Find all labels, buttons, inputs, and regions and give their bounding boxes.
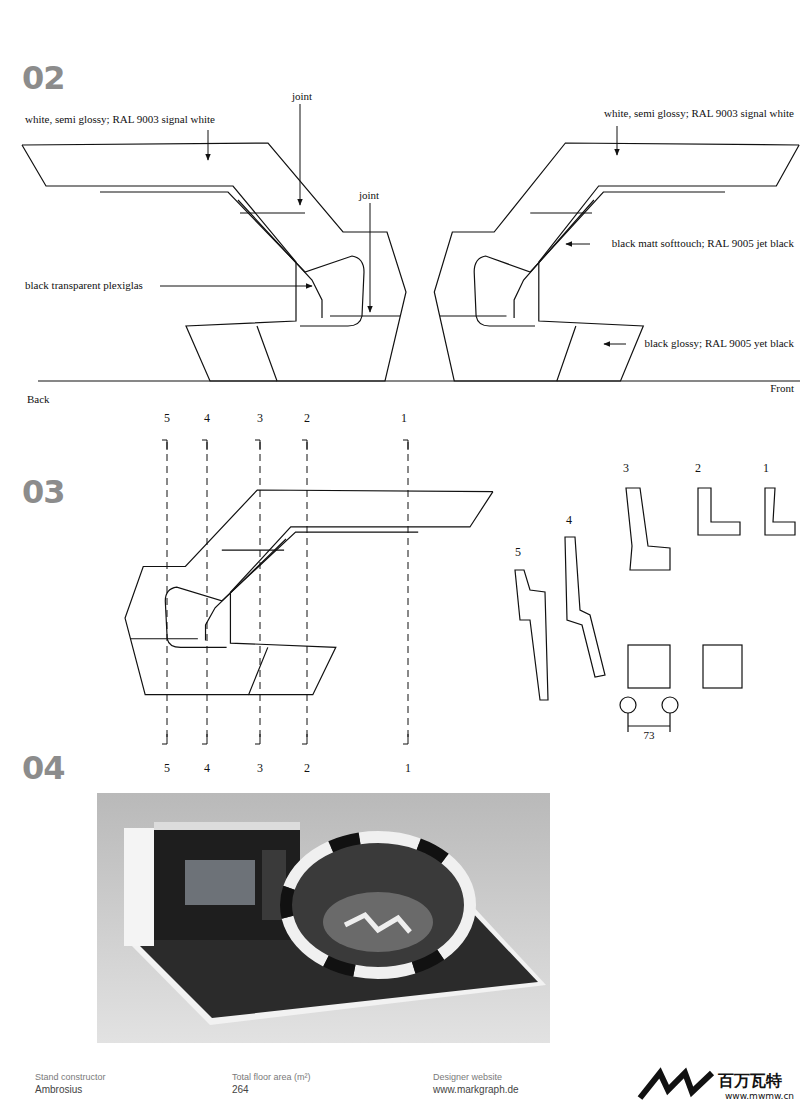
- footer-value: 264: [232, 1084, 249, 1096]
- profile-section: [125, 490, 493, 695]
- section-marker: 3: [257, 412, 263, 426]
- section-marker: 3: [623, 462, 629, 476]
- section-number: 03: [22, 474, 65, 511]
- joint-note: joint: [359, 189, 379, 202]
- section-marker: 4: [204, 412, 210, 426]
- profile-left: [22, 143, 406, 381]
- ground-line: [38, 380, 800, 381]
- footer-heading: Total floor area (m²): [232, 1072, 311, 1082]
- footer-heading: Designer website: [433, 1072, 502, 1082]
- side-label: Back: [27, 393, 50, 406]
- watermark: www.mwmw.cn: [725, 1091, 794, 1101]
- section-marker: 3: [257, 762, 263, 776]
- profile-right: [434, 143, 799, 381]
- cross-sections: [515, 488, 795, 732]
- section-lines: [167, 442, 408, 742]
- section-marker: 5: [164, 762, 170, 776]
- section-marker: 2: [695, 462, 701, 476]
- section-marker: 1: [405, 762, 411, 776]
- section-marker: 2: [304, 762, 310, 776]
- material-note: black matt softtouch; RAL 9005 jet black: [612, 237, 794, 250]
- leader-lines: [160, 104, 626, 344]
- section-marker: 4: [204, 762, 210, 776]
- stand-rendering: [97, 793, 550, 1043]
- footer-heading: Stand constructor: [35, 1072, 106, 1082]
- section-brackets: [162, 440, 408, 744]
- dimension: 73: [644, 729, 655, 742]
- material-note: black transparent plexiglas: [25, 279, 143, 292]
- section-marker: 1: [763, 462, 769, 476]
- section-marker: 5: [164, 412, 170, 426]
- watermark: 百万瓦特: [718, 1072, 782, 1090]
- footer-value: Ambrosius: [35, 1084, 82, 1096]
- section-marker: 5: [515, 546, 521, 560]
- section-marker: 2: [304, 412, 310, 426]
- section-number: 02: [22, 60, 65, 97]
- joint-note: joint: [292, 90, 312, 103]
- section-number: 04: [22, 750, 65, 787]
- section-marker: 1: [401, 412, 407, 426]
- material-note: white, semi glossy; RAL 9003 signal whit…: [25, 113, 215, 126]
- section-marker: 4: [566, 514, 572, 528]
- material-note: white, semi glossy; RAL 9003 signal whit…: [604, 107, 794, 120]
- logo-mark: [640, 1073, 712, 1098]
- material-note: black glossy; RAL 9005 yet black: [644, 337, 794, 350]
- side-label: Front: [770, 382, 794, 395]
- footer-value: www.markgraph.de: [433, 1084, 519, 1096]
